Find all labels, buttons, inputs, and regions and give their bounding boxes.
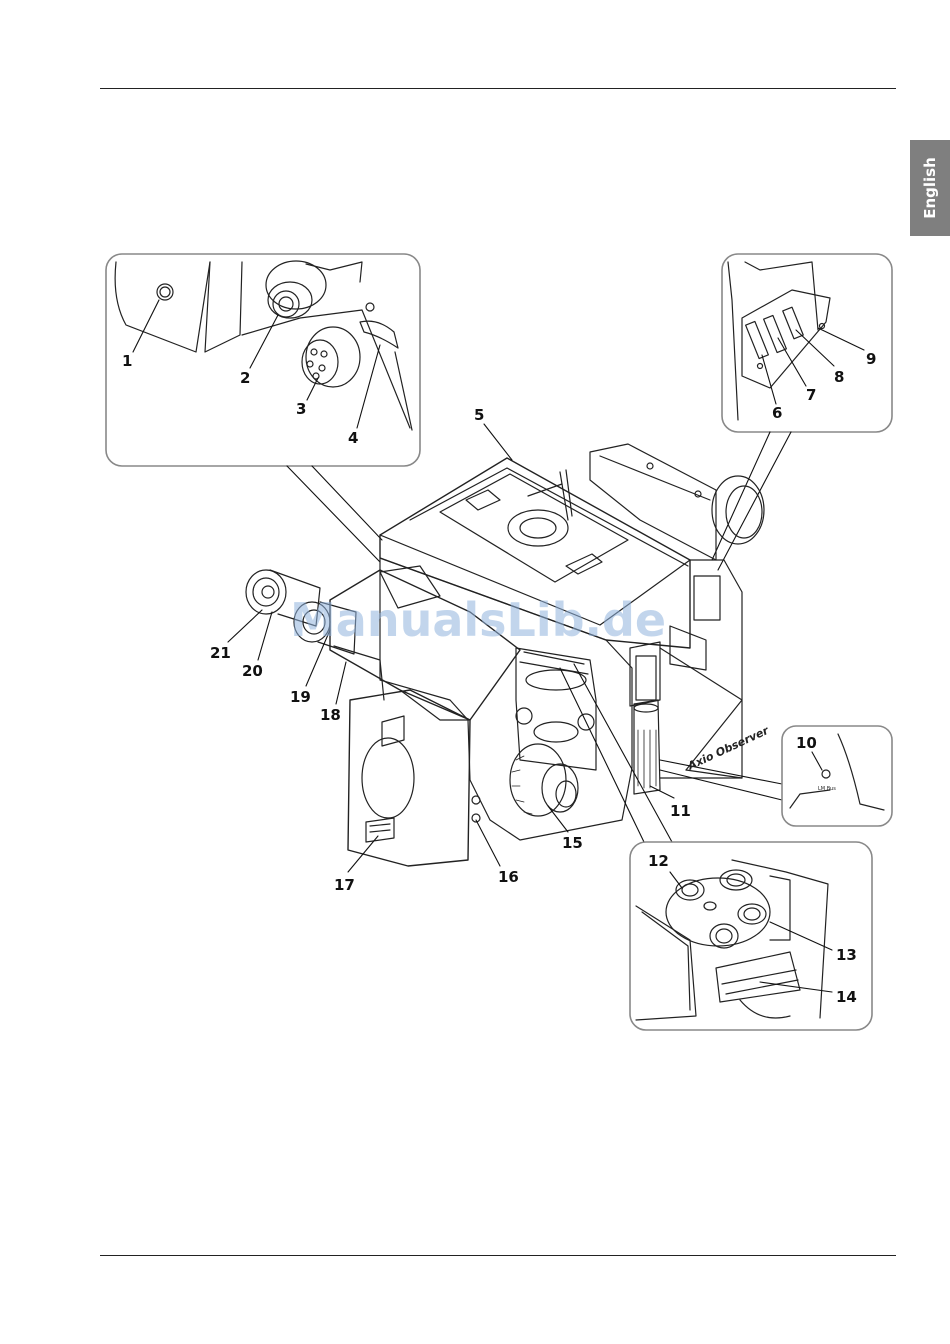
callout-8: 8 — [834, 368, 844, 386]
watermark: ManualsLib.de — [290, 593, 666, 647]
callout-10: 10 — [796, 734, 817, 752]
callout-4: 4 — [348, 429, 358, 447]
callout-13: 13 — [836, 946, 857, 964]
callout-15: 15 — [562, 834, 583, 852]
callout-11: 11 — [670, 802, 691, 820]
callout-21: 21 — [210, 644, 231, 662]
body-lettering: Axio Observer — [685, 724, 771, 773]
callout-12: 12 — [648, 852, 669, 870]
detail-panel-slots — [722, 254, 892, 432]
callout-20: 20 — [242, 662, 263, 680]
callout-6: 6 — [772, 404, 782, 422]
callout-1: 1 — [122, 352, 132, 370]
callout-9: 9 — [866, 350, 876, 368]
switch-lettering: LM Bus — [818, 786, 836, 792]
detail-panel-ports — [106, 254, 420, 466]
callout-14: 14 — [836, 988, 857, 1006]
callout-7: 7 — [806, 386, 816, 404]
callout-3: 3 — [296, 400, 306, 418]
callout-18: 18 — [320, 706, 341, 724]
callout-17: 17 — [334, 876, 355, 894]
callout-5: 5 — [474, 406, 484, 424]
callout-16: 16 — [498, 868, 519, 886]
callout-19: 19 — [290, 688, 311, 706]
callout-2: 2 — [240, 369, 250, 387]
